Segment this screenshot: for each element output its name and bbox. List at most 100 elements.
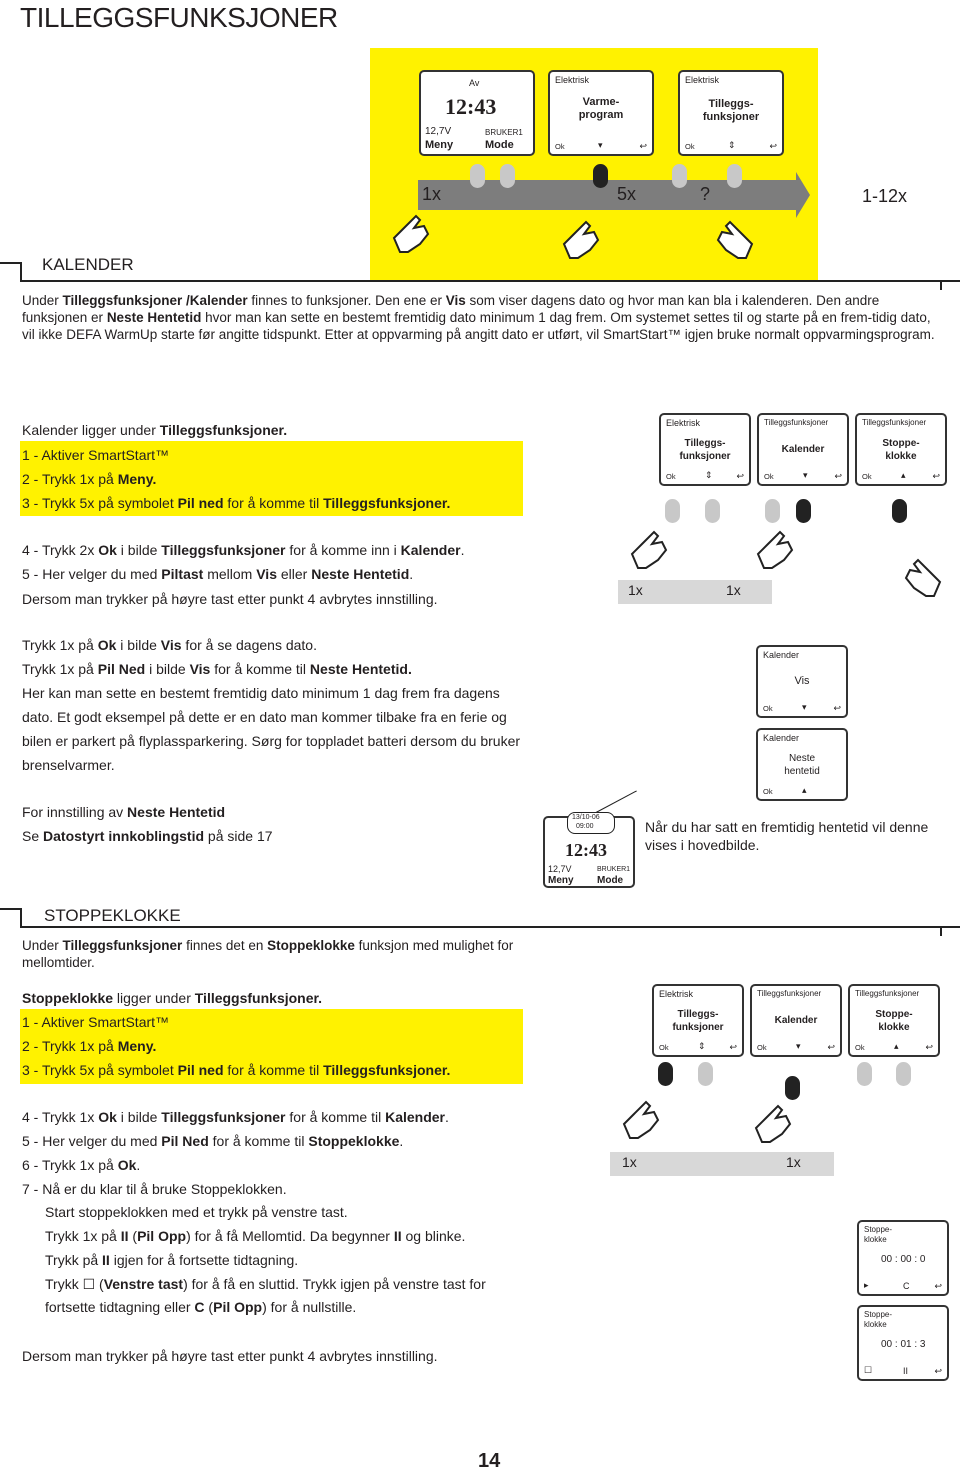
stoppeklokke-intro: Under Tilleggsfunksjoner finnes det en S… (22, 938, 514, 970)
screen-title: Tilleggs- funksjoner (702, 98, 760, 123)
home-date: 13/10-06 (572, 814, 600, 821)
screen-ok: Ok (764, 472, 774, 481)
section-rule (20, 262, 22, 282)
arrow-updown-icon: ⇕ (698, 1041, 706, 1051)
screen-header: Stoppe- klokke (864, 1225, 893, 1244)
back-icon: ↩ (769, 141, 777, 151)
stoppeklokke-step-7: 7 - Nå er du klar til å bruke Stoppeklok… (22, 1181, 287, 1197)
back-icon: ↩ (827, 1042, 835, 1052)
reset-label: C (903, 1281, 910, 1291)
callout-line (595, 790, 637, 813)
step-highlight (20, 1009, 523, 1084)
screen-title: Kalender (774, 1015, 818, 1026)
kalender-step-5: 5 - Her velger du med Piltast mellom Vis… (22, 566, 414, 582)
back-icon: ↩ (833, 703, 841, 713)
screen-title: Varme- program (578, 96, 624, 121)
varmeprogram-screen: Elektrisk Varme- program Ok ▾ ↩ (548, 70, 654, 156)
screen-ok: Ok (763, 787, 773, 796)
hand-pointer-icon (754, 1104, 792, 1143)
menu-screen: Tilleggsfunksjoner Kalender Ok ▾ ↩ (750, 984, 842, 1057)
kalender-step-intro: Kalender ligger under Tilleggsfunksjoner… (22, 422, 288, 438)
back-icon: ↩ (834, 471, 842, 481)
stoppeklokke-usage: Start stoppeklokken med et trykk på vens… (45, 1204, 348, 1220)
stoppeklokke-usage: fortsette tidtagning eller C (Pil Opp) f… (45, 1299, 357, 1315)
arrow-up-icon: ▴ (802, 785, 807, 795)
stopwatch-time: 00 : 01 : 3 (881, 1339, 926, 1350)
home-time: 12:43 (565, 840, 607, 860)
screen-header: Elektrisk (666, 418, 701, 428)
screen-title: Tilleggs- funksjoner (679, 438, 731, 462)
home-mode: Mode (485, 139, 514, 151)
back-icon: ↩ (932, 471, 940, 481)
screen-header: Tilleggsfunksjoner (764, 418, 829, 427)
back-icon: ↩ (736, 471, 744, 481)
kalender-heading: KALENDER (42, 255, 134, 274)
hentetid-note: Når du har satt en fremtidig hentetid vi… (645, 819, 929, 853)
back-icon: ↩ (934, 1366, 942, 1376)
vis-line: bilen er parkert på flyplassparkering. S… (22, 733, 521, 749)
arrow-down-icon: ▾ (796, 1041, 801, 1051)
home-time-small: 09:00 (576, 823, 594, 830)
screen-header: Stoppe- klokke (864, 1310, 893, 1329)
home-user: BRUKER1 (485, 128, 523, 137)
section-rule (20, 280, 960, 282)
home-top-label: Av (469, 78, 480, 88)
stopwatch-time: 00 : 00 : 0 (881, 1254, 926, 1265)
stoppeklokke-step-5: 5 - Her velger du med Pil Ned for å komm… (22, 1133, 404, 1149)
screen-title: Stoppe- klokke (875, 1009, 913, 1033)
kalender-cancel-note: Dersom man trykker på høyre tast etter p… (22, 591, 438, 607)
menu-screen: Tilleggsfunksjoner Stoppe- klokke Ok ▴ ↩ (848, 984, 940, 1057)
arrow-down-icon: ▾ (803, 470, 808, 480)
screen-ok: Ok (757, 1043, 767, 1052)
menu-screen: Tilleggsfunksjoner Kalender Ok ▾ ↩ (757, 413, 849, 486)
tilleggs-screen: Elektrisk Tilleggs- funksjoner Ok ⇕ ↩ (678, 70, 784, 156)
stopwatch-screen: Stoppe- klokke 00 : 00 : 0 ▸ C ↩ (857, 1220, 949, 1296)
press-count: 1x (786, 1154, 801, 1170)
screen-ok: Ok (685, 142, 695, 151)
menu-screen: Tilleggsfunksjoner Stoppe- klokke Ok ▴ ↩ (855, 413, 947, 486)
page-title: TILLEGGSFUNKSJONER (20, 2, 338, 33)
screen-ok: Ok (659, 1043, 669, 1052)
hand-pointer-icon (904, 558, 942, 597)
section-rule (20, 926, 960, 928)
screen-header: Tilleggsfunksjoner (757, 989, 822, 998)
stoppeklokke-step-6: 6 - Trykk 1x på Ok. (22, 1157, 141, 1173)
kalender-step-4: 4 - Trykk 2x Ok i bilde Tilleggsfunksjon… (22, 542, 465, 558)
neste-hentetid-screen: Kalender Neste hentetid Ok ▴ (756, 728, 848, 801)
arrow-down-icon: ▾ (598, 140, 603, 150)
menu-screen: Elektrisk Tilleggs- funksjoner Ok ⇕ ↩ (659, 413, 751, 486)
screen-ok: Ok (763, 704, 773, 713)
stoppeklokke-heading: STOPPEKLOKKE (44, 906, 181, 925)
button-knob (785, 1076, 800, 1100)
vis-line: brenselvarmer. (22, 757, 115, 773)
lap-label: II (903, 1366, 909, 1376)
button-knob (665, 499, 680, 523)
button-knob (727, 164, 742, 188)
back-icon: ↩ (934, 1281, 942, 1291)
screen-ok: Ok (855, 1043, 865, 1052)
kalender-intro: Under Tilleggsfunksjoner /Kalender finne… (22, 293, 935, 342)
section-rule (0, 262, 22, 264)
sequence-bar (618, 580, 772, 604)
screen-header: Elektrisk (659, 989, 694, 999)
home-screen: Av 12:43 12,7V BRUKER1 Meny Mode (419, 70, 535, 156)
button-knob (593, 164, 608, 188)
press-count-unknown: ? (700, 184, 711, 204)
step-highlight (20, 441, 523, 516)
vis-line: dato. Et godt eksempel på dette er en da… (22, 709, 507, 725)
button-knob (896, 1062, 911, 1086)
stoppeklokke-usage: Trykk 1x på II (Pil Opp) for å få Mellom… (45, 1228, 466, 1244)
stop-icon: ☐ (864, 1365, 873, 1375)
button-knob (705, 499, 720, 523)
button-knob (500, 164, 515, 188)
section-rule (0, 908, 22, 910)
stoppeklokke-step-2: 2 - Trykk 1x på Meny. (22, 1038, 157, 1054)
back-icon: ↩ (639, 141, 647, 151)
hand-pointer-icon (630, 530, 668, 569)
stopwatch-screen: Stoppe- klokke 00 : 01 : 3 ☐ II ↩ (857, 1305, 949, 1381)
screen-ok: Ok (555, 142, 565, 151)
press-count-5x: 5x (617, 184, 637, 204)
button-knob (765, 499, 780, 523)
sequence-arrow-icon (796, 172, 810, 218)
kalender-step-2: 2 - Trykk 1x på Meny. (22, 471, 157, 487)
